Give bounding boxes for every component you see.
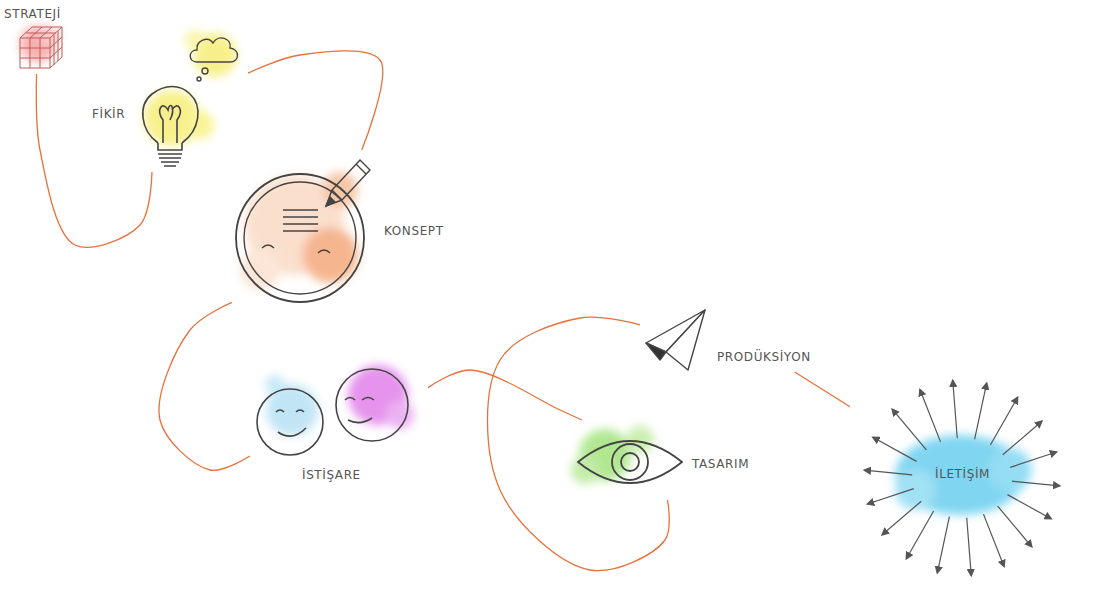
burst-ray	[990, 397, 1017, 445]
cube-icon	[20, 27, 62, 68]
splash-orange-part	[302, 227, 358, 283]
strategy-node: STRATEJİ	[2, 4, 68, 74]
step-label: KONSEPT	[384, 223, 444, 239]
splash-green-part	[626, 426, 654, 454]
flow-curve	[487, 317, 669, 570]
step-label: İSTİŞARE	[302, 467, 361, 483]
pencil-icon-part	[326, 197, 335, 206]
step-label: PRODÜKSİYON	[717, 349, 811, 365]
communication-node: İLETİŞİM	[850, 365, 1075, 590]
flow-curve	[428, 370, 582, 420]
faces-icon-part	[336, 369, 408, 441]
flow-curve	[248, 51, 383, 150]
flow-curve	[159, 302, 250, 470]
bulb-icon-part	[158, 143, 182, 150]
pencil-icon-part	[326, 160, 370, 206]
burst-ray	[868, 489, 914, 504]
burst-ray	[937, 517, 949, 573]
faces-icon-part	[257, 389, 323, 455]
eye-icon	[578, 441, 682, 483]
step-label: STRATEJİ	[4, 6, 61, 22]
idea-node: FİKİR	[88, 30, 248, 172]
burst-ray	[920, 389, 941, 441]
burst-ray	[906, 511, 933, 559]
bulb-icon	[143, 87, 198, 167]
plane-icon-part	[666, 310, 705, 370]
concept-icon-part	[283, 210, 318, 231]
flow-curve	[36, 74, 152, 247]
thought-cloud-part	[197, 77, 201, 81]
plane-icon	[646, 310, 705, 370]
faces-icon	[257, 369, 408, 455]
plane-icon-part	[646, 343, 666, 360]
splash-green-part	[571, 456, 599, 484]
splash-cyan-part	[988, 448, 1032, 492]
step-label: TASARIM	[692, 456, 749, 472]
burst-ray	[873, 437, 917, 461]
burst-ray	[864, 470, 912, 475]
concept-icon-part	[236, 174, 364, 302]
thought-cloud-part	[202, 68, 208, 74]
cube-icon-part	[50, 27, 62, 68]
step-label: FİKİR	[92, 106, 125, 122]
bulb-icon-part	[143, 87, 198, 144]
splash-cyan-part	[895, 470, 935, 510]
splash-magenta	[348, 365, 414, 429]
eye-icon-part	[612, 444, 648, 480]
faces-icon-part	[345, 398, 374, 423]
eye-icon-part	[621, 453, 639, 471]
production-node: PRODÜKSİYON	[640, 300, 835, 372]
burst-ray	[983, 514, 1004, 566]
burst-ray	[1010, 452, 1056, 467]
concept-icon-part	[262, 245, 330, 253]
burst-icon	[864, 380, 1059, 575]
splash-magenta-part	[386, 401, 414, 429]
thought-cloud-part	[190, 38, 237, 62]
bulb-icon-part	[160, 105, 181, 143]
burst-ray	[882, 501, 921, 535]
thought-cloud	[190, 38, 237, 81]
splash-orange-part	[240, 250, 280, 290]
pencil-icon	[326, 160, 370, 206]
burst-ray	[1003, 421, 1042, 455]
splash-blue	[265, 375, 318, 436]
burst-ray	[998, 506, 1032, 547]
design-node: TASARIM	[570, 420, 770, 500]
concept-icon	[236, 174, 364, 302]
concept-icon-part	[244, 182, 356, 294]
consult-node: İSTİŞARE	[250, 360, 428, 490]
step-label: İLETİŞİM	[935, 466, 990, 482]
burst-ray	[975, 383, 987, 439]
burst-ray	[953, 380, 958, 438]
bulb-icon-part	[158, 154, 182, 166]
flow-curve	[795, 372, 850, 407]
burst-ray	[1012, 481, 1060, 486]
splash-yellow	[144, 30, 237, 146]
burst-ray	[1007, 495, 1051, 519]
splash-green	[571, 426, 654, 484]
cube-icon-part	[20, 38, 50, 68]
burst-ray	[967, 518, 972, 576]
faces-icon-part	[276, 410, 306, 436]
eye-icon-part	[578, 441, 682, 483]
cube-icon-part	[20, 27, 62, 38]
concept-node: KONSEPT	[232, 150, 460, 305]
burst-ray	[892, 409, 926, 450]
